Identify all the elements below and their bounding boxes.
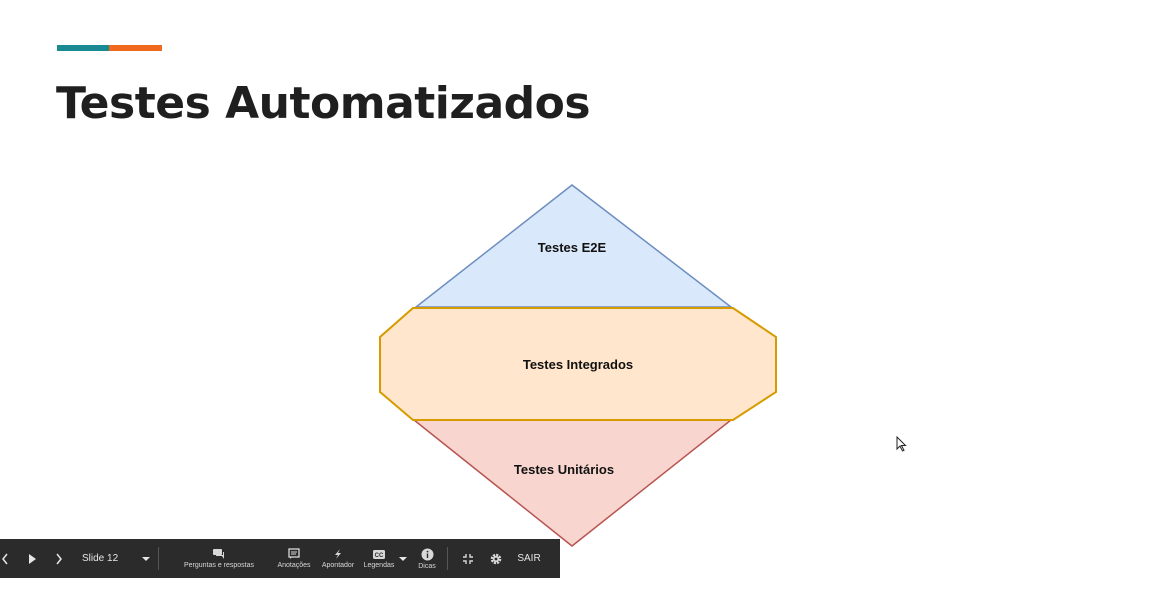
exit-fullscreen-button[interactable] [458, 539, 478, 578]
exit-label: SAIR [517, 553, 541, 564]
chevron-left-icon [2, 553, 8, 564]
captions-options-button[interactable] [398, 539, 408, 578]
layer-unit-label: Testes Unitários [514, 462, 614, 477]
toolbar-separator [158, 547, 159, 570]
caret-down-icon [142, 556, 151, 561]
slide-selector-label: Slide 12 [82, 553, 119, 564]
title-accent-bar [57, 45, 162, 51]
accent-teal-segment [57, 45, 109, 51]
mouse-cursor-icon [896, 436, 907, 452]
slide-selector[interactable]: Slide 12 [82, 539, 154, 578]
chevron-right-icon [56, 553, 62, 564]
captions-label: Legendas [363, 561, 395, 569]
tips-button[interactable]: Dicas [412, 539, 442, 578]
gear-icon [490, 553, 502, 564]
layer-integration-tests [379, 307, 777, 421]
info-icon [421, 548, 433, 560]
play-button[interactable] [22, 539, 42, 578]
settings-button[interactable] [486, 539, 506, 578]
exit-button[interactable]: SAIR [512, 539, 546, 578]
laser-pointer-icon [335, 549, 341, 559]
pointer-button[interactable]: Apontador [318, 539, 358, 578]
closed-captions-icon: CC [373, 549, 385, 559]
layer-e2e-label: Testes E2E [538, 240, 607, 255]
slide-title: Testes Automatizados [56, 78, 591, 129]
caret-down-icon [399, 556, 407, 561]
accent-orange-segment [109, 45, 162, 51]
captions-button[interactable]: CC Legendas [361, 539, 397, 578]
previous-slide-button[interactable] [0, 539, 10, 578]
notes-label: Anotações [277, 562, 311, 569]
qa-label: Perguntas e respostas [183, 562, 255, 569]
toolbar-separator [447, 547, 448, 570]
notes-button[interactable]: Anotações [274, 539, 314, 578]
play-icon [29, 553, 36, 564]
qa-button[interactable]: Perguntas e respostas [168, 539, 270, 578]
next-slide-button[interactable] [52, 539, 66, 578]
pointer-label: Apontador [321, 562, 355, 569]
svg-text:CC: CC [375, 553, 384, 559]
presenter-toolbar: Slide 12 Perguntas e respostas Anotações… [0, 539, 560, 578]
layer-integration-label: Testes Integrados [523, 357, 633, 372]
speech-bubbles-icon [213, 549, 224, 559]
tips-label: Dicas [418, 562, 436, 570]
notes-icon [288, 548, 300, 559]
layer-unit-tests [411, 419, 734, 547]
exit-fullscreen-icon [463, 553, 473, 564]
